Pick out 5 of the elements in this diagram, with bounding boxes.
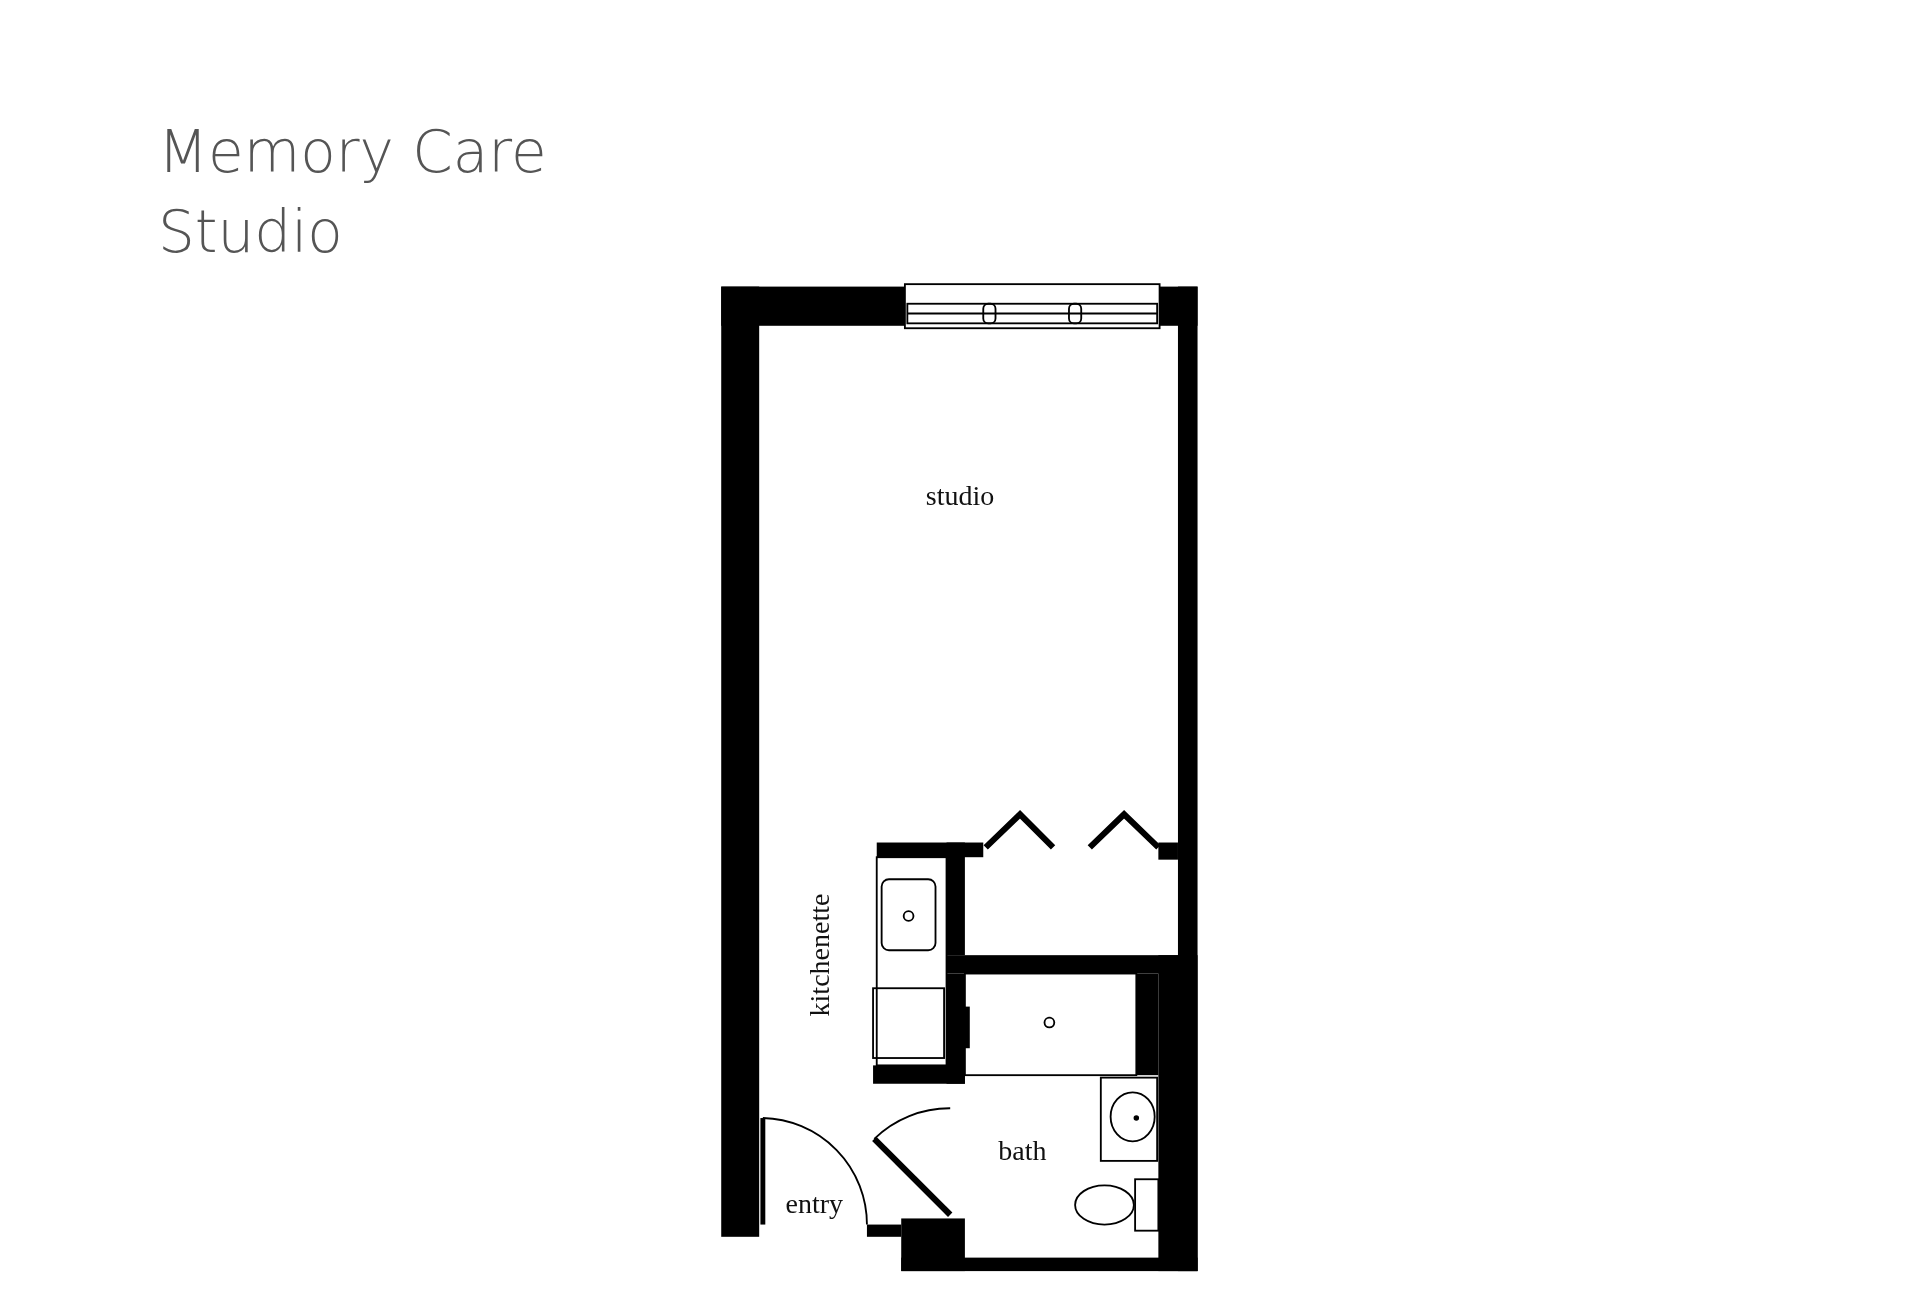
title: Memory Care Studio — [158, 117, 548, 268]
room-label: studio — [925, 479, 995, 512]
room-label: bath — [998, 1135, 1047, 1167]
room-label: kitchenette — [804, 893, 837, 1017]
room-label: entry — [785, 1187, 844, 1220]
